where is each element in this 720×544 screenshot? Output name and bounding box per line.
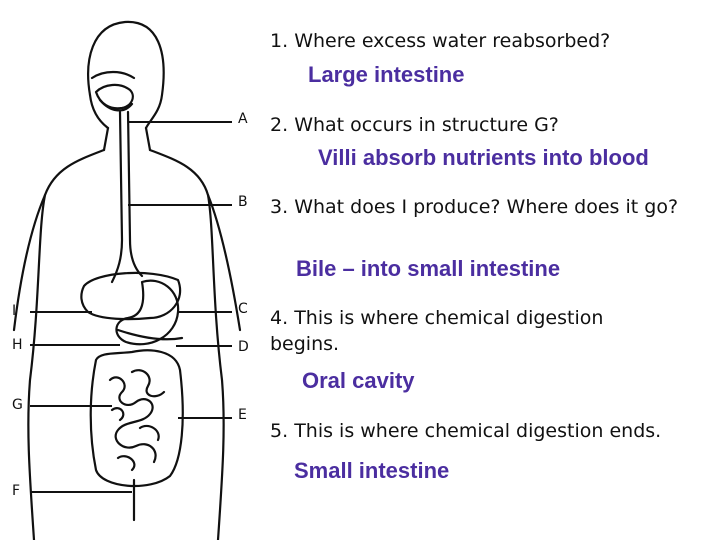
question-5-text: This is where chemical digestion ends.	[294, 420, 662, 442]
label-b: B	[238, 194, 248, 210]
label-h: H	[12, 337, 23, 353]
torso-right	[148, 148, 225, 542]
pancreas	[116, 328, 184, 341]
answer-1: Large intestine	[308, 62, 465, 87]
question-2-text: What occurs in structure G?	[294, 114, 559, 136]
question-1: 1. Where excess water reabsorbed?	[270, 28, 710, 54]
large-intestine	[89, 349, 184, 488]
question-4-text: This is where chemical digestion begins.	[270, 307, 604, 355]
question-4-number: 4.	[270, 307, 289, 329]
small-intestine-coils	[108, 369, 166, 472]
liver	[80, 271, 182, 321]
face-outline	[88, 93, 110, 130]
torso-left	[27, 148, 106, 542]
esophagus-right	[126, 110, 144, 278]
question-3: 3. What does I produce? Where does it go…	[270, 194, 710, 220]
answer-5: Small intestine	[294, 458, 450, 483]
arm-right	[206, 193, 242, 332]
label-c: C	[238, 301, 248, 317]
question-5: 5. This is where chemical digestion ends…	[270, 418, 716, 444]
label-g: G	[12, 397, 23, 413]
digestive-system-diagram: A B C D E F G H I	[0, 0, 260, 542]
question-3-text: What does I produce? Where does it go?	[294, 196, 679, 218]
answer-3: Bile – into small intestine	[296, 256, 561, 281]
head-outline	[87, 20, 165, 130]
oral-cavity	[94, 83, 134, 110]
label-e: E	[238, 407, 247, 423]
question-4: 4. This is where chemical digestion begi…	[270, 305, 670, 357]
question-5-number: 5.	[270, 420, 289, 442]
question-3-number: 3.	[270, 196, 289, 218]
label-i: I	[12, 303, 17, 319]
answer-4: Oral cavity	[302, 368, 415, 393]
digestive-system-drawing	[12, 20, 242, 542]
tongue	[98, 98, 134, 112]
neck-left	[102, 126, 110, 152]
answer-2: Villi absorb nutrients into blood	[318, 145, 649, 170]
label-f: F	[12, 483, 21, 499]
leader-lines	[30, 121, 232, 493]
question-1-text: Where excess water reabsorbed?	[294, 30, 611, 52]
esophagus-left	[110, 110, 124, 284]
question-1-number: 1.	[270, 30, 289, 52]
neck-right	[144, 126, 152, 152]
question-2: 2. What occurs in structure G?	[270, 112, 710, 138]
label-d: D	[238, 339, 249, 355]
nasal-cavity	[90, 70, 136, 80]
stomach	[115, 279, 180, 346]
label-a: A	[238, 111, 248, 127]
question-2-number: 2.	[270, 114, 289, 136]
arm-left	[12, 193, 47, 332]
